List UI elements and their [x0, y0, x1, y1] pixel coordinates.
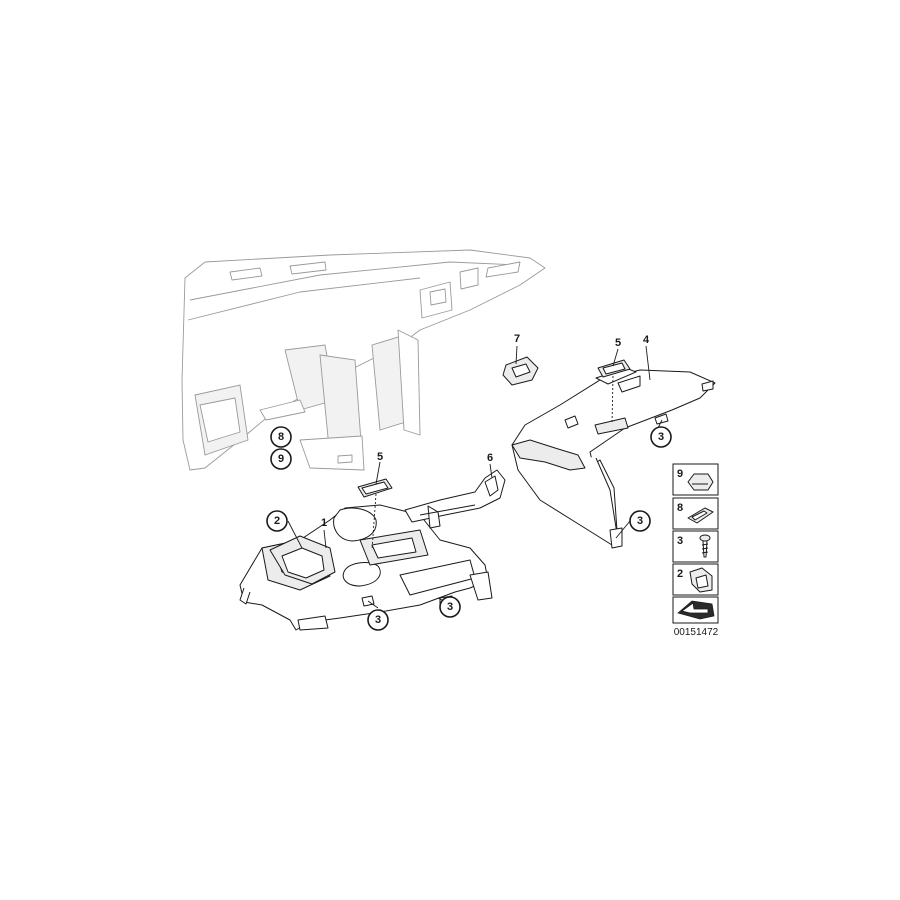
callout-1-label: 1 — [321, 517, 327, 529]
callout-4-label: 4 — [643, 334, 650, 346]
legend-item-symbol — [672, 596, 719, 624]
callout-3-right: 3 — [629, 510, 651, 532]
callout-3-label: 3 — [375, 614, 381, 626]
callout-7-label: 7 — [514, 333, 520, 345]
screw-icon — [699, 534, 711, 558]
clip-nut-icon — [687, 507, 714, 524]
legend-item-9: 9 — [672, 463, 719, 496]
callout-6-label: 6 — [487, 452, 493, 464]
callout-2: 2 — [266, 510, 288, 532]
callout-5-right: 5 — [615, 337, 621, 349]
callout-5-left: 5 — [377, 451, 383, 463]
legend-item-2-number: 2 — [677, 568, 683, 580]
legend-item-8: 8 — [672, 497, 719, 530]
arrow-symbol-icon — [677, 600, 715, 620]
callout-2-label: 2 — [274, 515, 280, 527]
callout-4: 4 — [643, 334, 650, 346]
legend-item-8-number: 8 — [677, 502, 683, 514]
fastener-legend: 9 8 3 2 — [672, 463, 719, 624]
clip-icon — [687, 473, 714, 491]
callout-1: 1 — [321, 517, 327, 529]
callout-3-lower-left: 3 — [367, 609, 389, 631]
part-7-clip — [502, 356, 539, 386]
legend-item-2: 2 — [672, 563, 719, 596]
legend-item-9-number: 9 — [677, 468, 683, 480]
bracket-clip-icon — [689, 567, 713, 593]
callout-3-label: 3 — [637, 515, 643, 527]
part-6-strip — [404, 469, 506, 529]
callout-8-label: 8 — [278, 431, 284, 443]
document-id: 00151472 — [674, 627, 719, 638]
callout-3-upper-right: 3 — [650, 426, 672, 448]
legend-item-3-number: 3 — [677, 535, 683, 547]
callout-9: 9 — [270, 448, 292, 470]
legend-item-3: 3 — [672, 530, 719, 563]
callout-3-label: 3 — [658, 431, 664, 443]
part-5-plate-right — [597, 359, 631, 378]
callout-5-label: 5 — [615, 337, 621, 349]
callout-7: 7 — [514, 333, 520, 345]
callout-5-label: 5 — [377, 451, 383, 463]
callout-3-lower-middle: 3 — [439, 596, 461, 618]
callout-6: 6 — [487, 452, 493, 464]
part-5-plate-left — [357, 478, 393, 498]
callout-9-label: 9 — [278, 453, 284, 465]
callout-8: 8 — [270, 426, 292, 448]
callout-3-label: 3 — [447, 601, 453, 613]
dashboard-context — [181, 249, 546, 471]
part-2-bracket — [269, 535, 336, 585]
